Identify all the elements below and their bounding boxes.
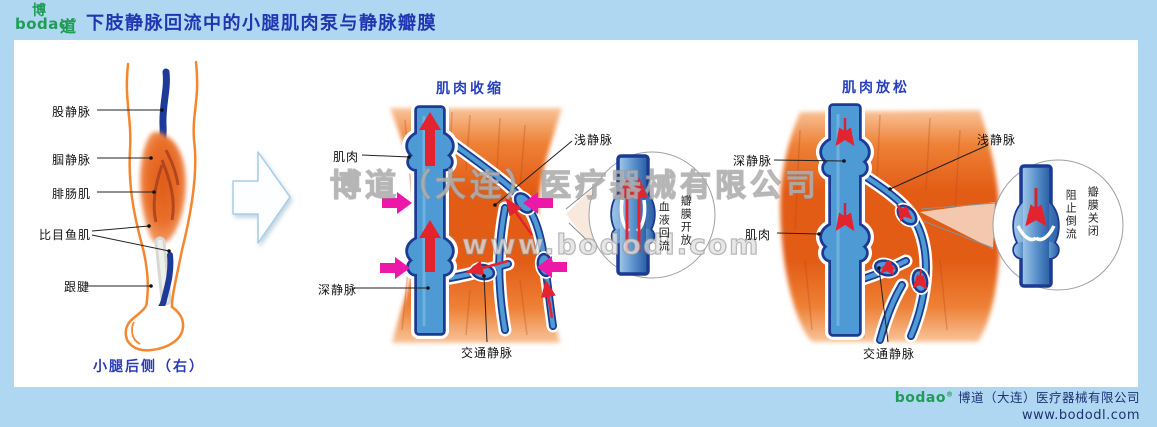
footer-company-name: 博道（大连）医疗器械有限公司: [957, 390, 1140, 405]
inset-vein-open: [610, 154, 656, 276]
valve-leaflet-closed-left: [1016, 225, 1038, 242]
leg-outline-left: [125, 62, 150, 310]
transition-arrow-icon: [232, 151, 291, 244]
leg-illustration: [87, 60, 199, 352]
middle-panel-leader-dots: [407, 155, 497, 290]
footer-brand-logo: bodao®: [894, 390, 954, 406]
inset-vein-closed: [1012, 164, 1060, 288]
branch-flow-arrows: [465, 197, 556, 319]
muscle-contraction-diagram: [352, 102, 716, 343]
inset-blocked-arrows: [1025, 188, 1047, 227]
muscle-relaxation-diagram: [773, 100, 1124, 347]
heel-line: [131, 321, 141, 345]
inset-flow-arrows: [618, 177, 648, 252]
footer: bodao® 博道（大连）医疗器械有限公司 www.bododl.com: [895, 390, 1140, 424]
foot-outline: [124, 305, 185, 352]
middle-panel-leader-lines: [352, 140, 573, 343]
leg-outline-right: [170, 60, 199, 308]
open-valve-inset: [565, 151, 716, 279]
footer-website: www.bododl.com: [1021, 407, 1140, 423]
compression-arrows: [380, 192, 567, 279]
muscle-texture: [794, 114, 961, 339]
footer-registered-mark: ®: [946, 390, 954, 399]
gastrocnemius-shape: [140, 131, 187, 244]
left-panel-leader-dots: [147, 108, 171, 288]
muscle-vessels: [152, 149, 180, 223]
deep-vein-shape: [816, 100, 874, 340]
left-panel-leader-lines: [87, 109, 170, 287]
upward-flow-arrows: [419, 112, 441, 272]
valve-leaflet-closed-right: [1034, 225, 1056, 242]
right-panel-leader-dots: [817, 159, 892, 270]
blocked-backflow-marks: [835, 118, 928, 290]
right-panel-leader-lines: [773, 144, 989, 343]
closed-valve-inset: [920, 159, 1124, 291]
